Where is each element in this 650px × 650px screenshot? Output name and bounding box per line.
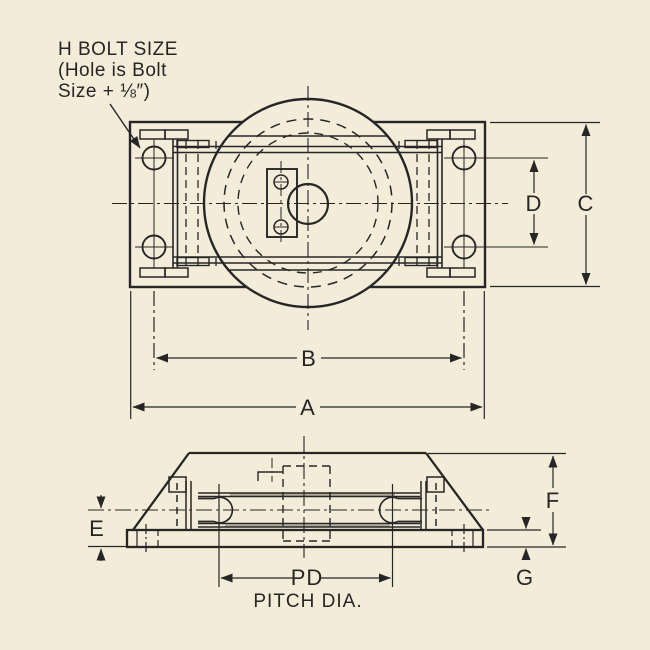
dim-label-A: A bbox=[300, 395, 316, 420]
side-view bbox=[88, 436, 566, 587]
pitch-dia-caption: PITCH DIA. bbox=[253, 591, 362, 612]
side-base-plate bbox=[125, 528, 485, 549]
housing-cover bbox=[132, 451, 484, 531]
dim-label-G: G bbox=[516, 565, 534, 590]
dim-E bbox=[88, 495, 127, 561]
hidden-center-hub bbox=[282, 465, 331, 542]
centerlines bbox=[112, 86, 508, 330]
hub-bracket-step bbox=[257, 458, 283, 482]
side-centerlines bbox=[88, 436, 490, 558]
h-bolt-note-line1: H BOLT SIZE bbox=[58, 39, 178, 60]
h-bolt-leader-arrow bbox=[109, 103, 141, 149]
bolt-holes bbox=[135, 139, 548, 268]
plate-edge-tabs bbox=[139, 129, 476, 278]
h-bolt-note-line2: (Hole is Bolt bbox=[58, 60, 167, 81]
dim-B bbox=[153, 291, 465, 370]
dim-label-E: E bbox=[89, 516, 105, 541]
dim-label-PD: PD bbox=[291, 565, 324, 590]
dim-label-D: D bbox=[526, 191, 543, 216]
top-view bbox=[109, 86, 600, 419]
dim-label-B: B bbox=[301, 346, 317, 371]
dim-label-C: C bbox=[578, 191, 595, 216]
h-bolt-note-line3: Size + ⅛″) bbox=[58, 81, 151, 102]
sheave-rims bbox=[198, 492, 420, 528]
dim-G bbox=[487, 517, 541, 560]
scan-shading bbox=[225, 493, 395, 528]
pd-extension-lines bbox=[218, 484, 394, 587]
dim-label-F: F bbox=[546, 488, 560, 513]
dim-A bbox=[130, 291, 485, 419]
dim-F bbox=[428, 452, 566, 548]
dim-C bbox=[490, 121, 600, 288]
base-plate-details bbox=[136, 524, 474, 553]
